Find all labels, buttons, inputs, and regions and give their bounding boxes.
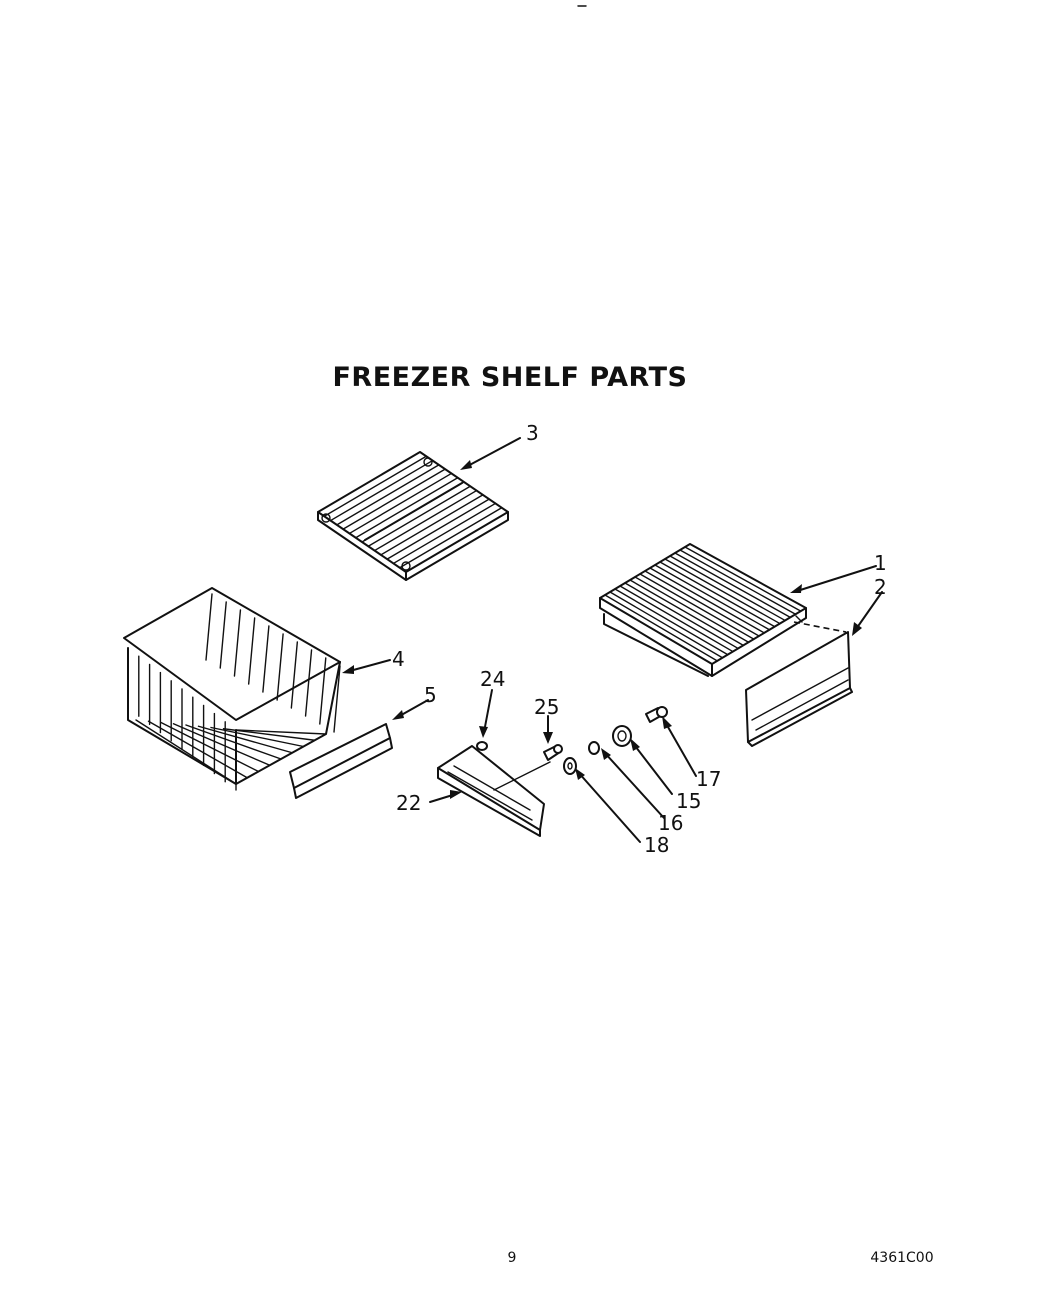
callout-17: 17 xyxy=(696,767,721,791)
wire-shelf-drawing xyxy=(317,451,509,581)
callout-3: 3 xyxy=(526,421,539,445)
callout-18: 18 xyxy=(644,833,669,857)
page-title: FREEZER SHELF PARTS xyxy=(332,362,687,393)
callout-25: 25 xyxy=(534,695,559,719)
wire-basket-drawing xyxy=(123,587,341,791)
page-number: 9 xyxy=(508,1250,517,1266)
callout-24: 24 xyxy=(480,667,505,691)
shelf-trim-drawing xyxy=(745,621,853,747)
basket-trim-drawing xyxy=(289,723,393,799)
callout-2: 2 xyxy=(874,575,887,599)
callout-16: 16 xyxy=(658,811,683,835)
callout-22: 22 xyxy=(396,791,421,815)
callout-5: 5 xyxy=(424,683,437,707)
callout-1: 1 xyxy=(874,551,887,575)
callout-4: 4 xyxy=(392,647,405,671)
hardware-drawing xyxy=(476,706,668,775)
solid-shelf-drawing xyxy=(599,543,807,677)
slide-rail-drawing xyxy=(437,745,551,837)
callout-15: 15 xyxy=(676,789,701,813)
doc-number: 4361C00 xyxy=(870,1250,933,1266)
leader-lines xyxy=(342,437,883,843)
